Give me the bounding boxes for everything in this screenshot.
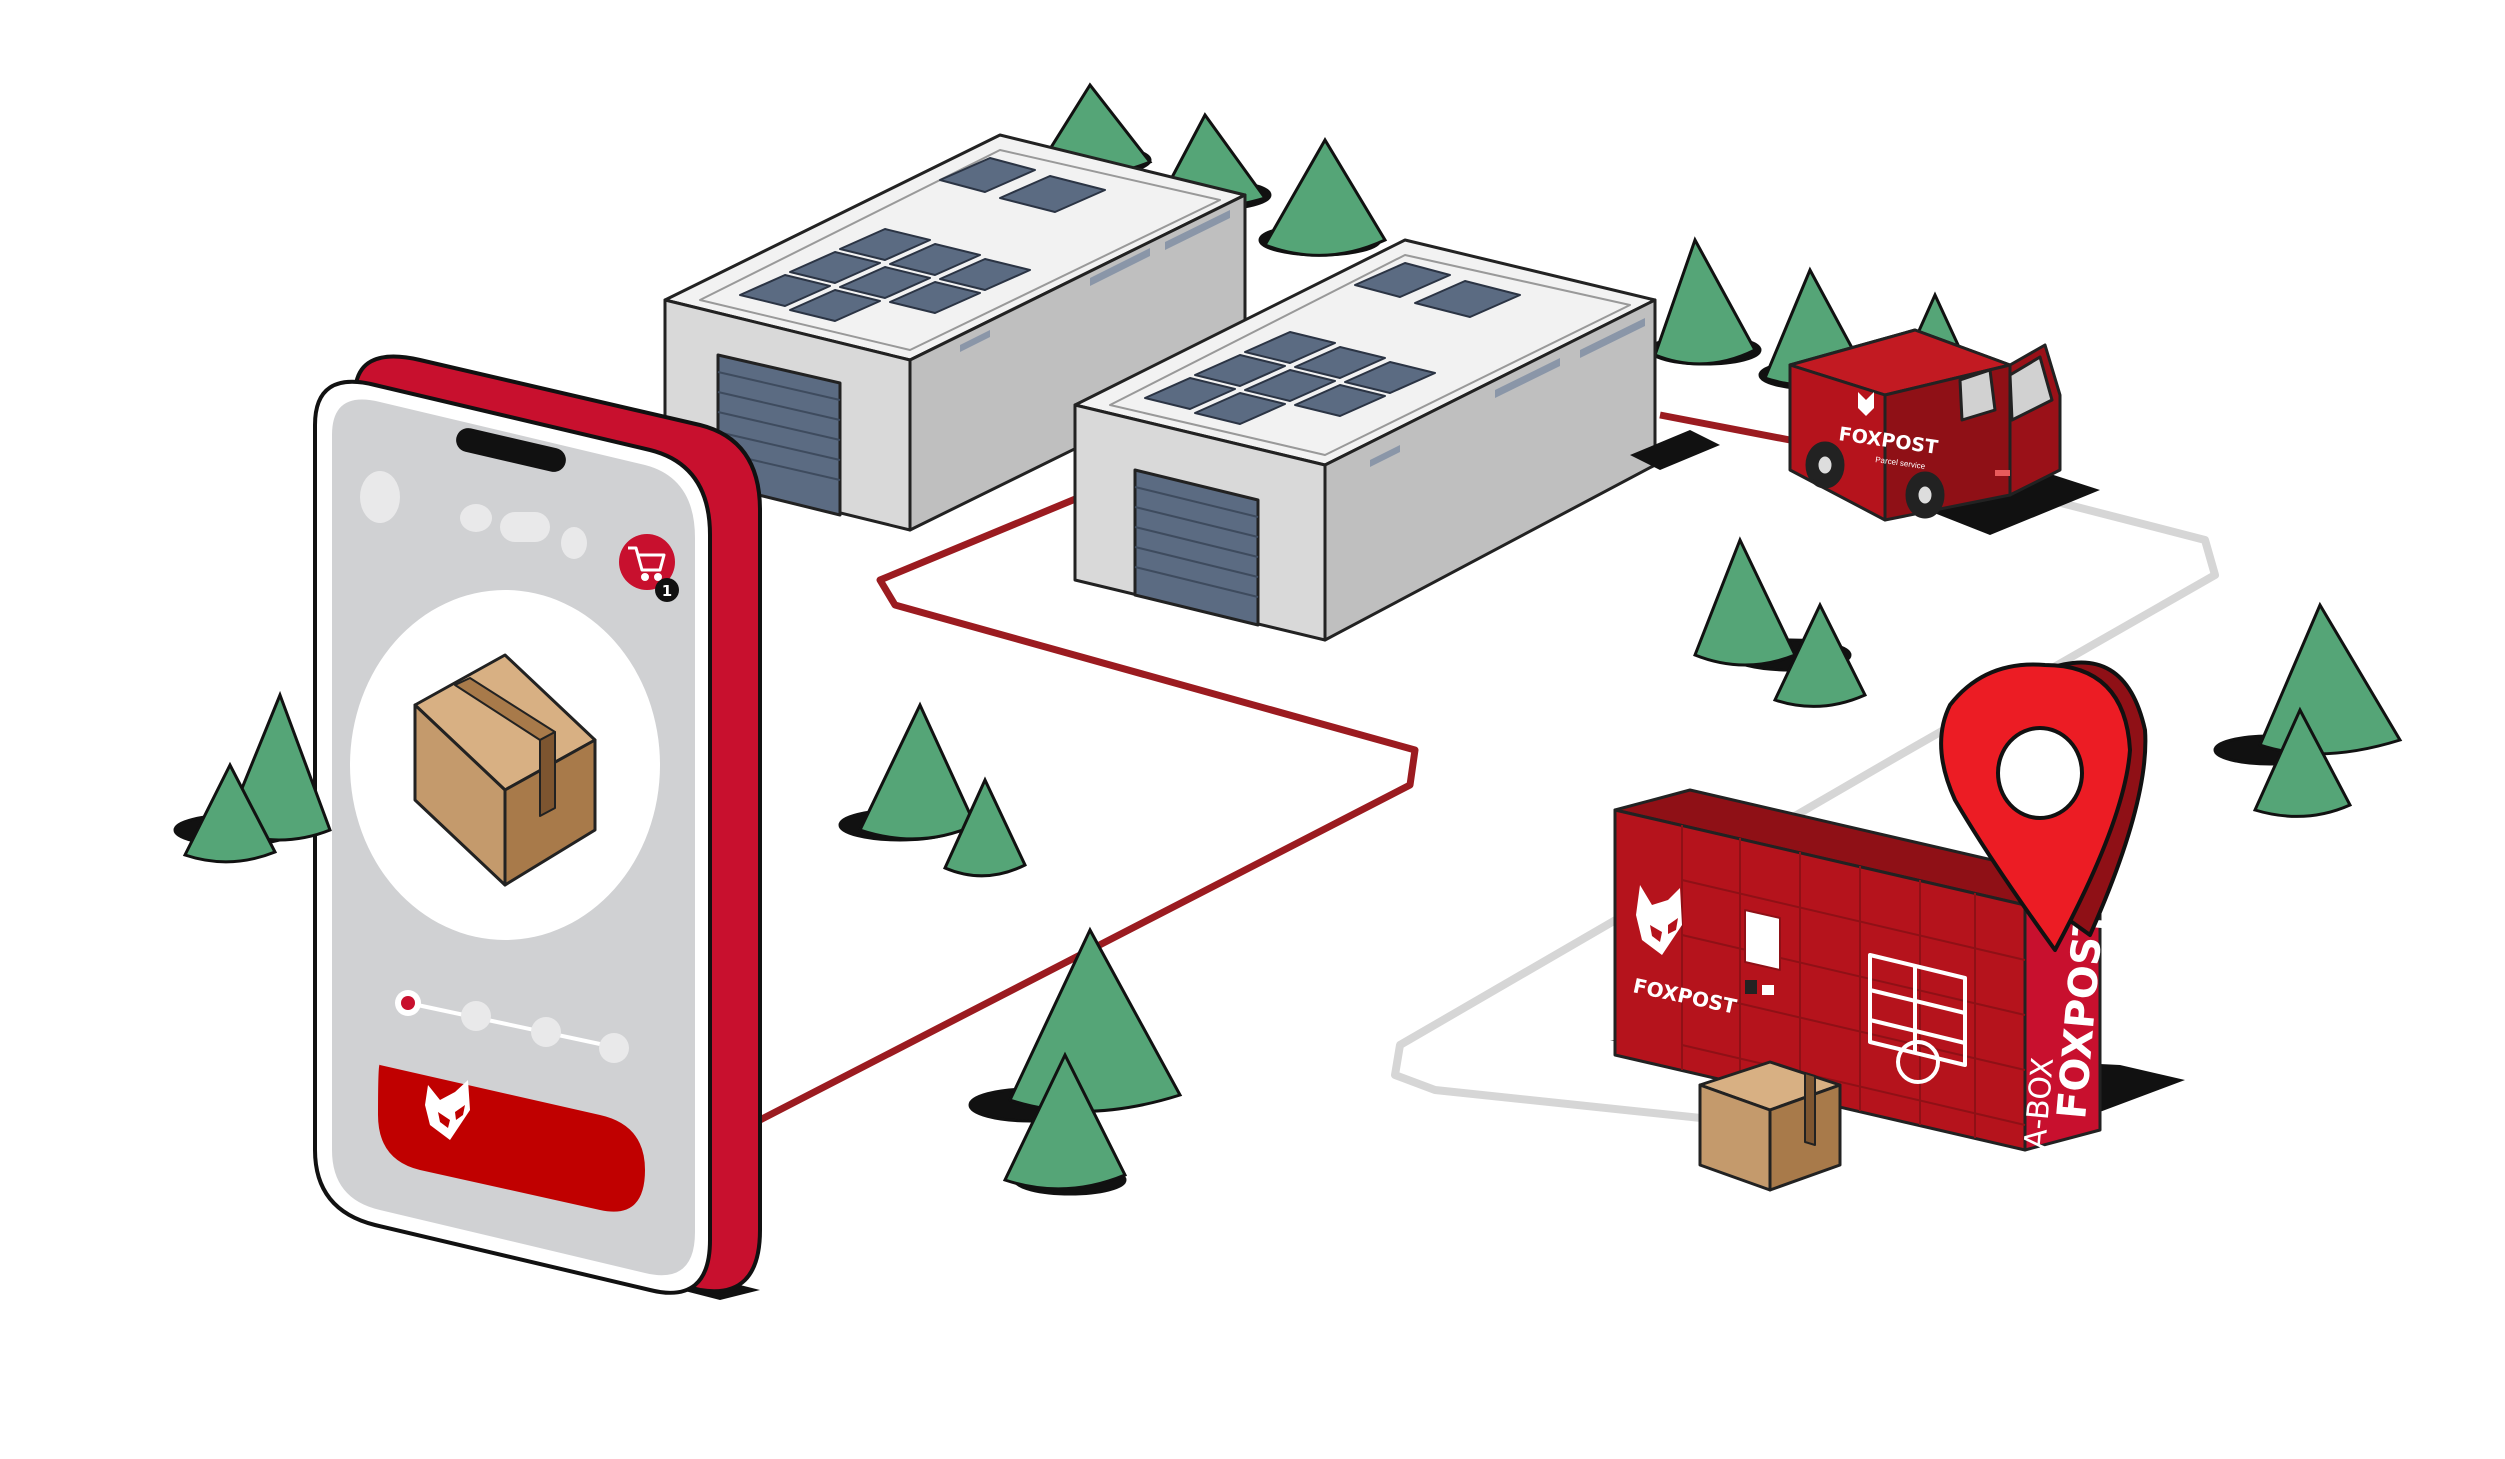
fox-action-button[interactable] [378,1064,645,1212]
solar-panels [739,157,1106,322]
van-windshield [2008,355,2054,422]
delivery-van: FOXPOST Parcel service [1788,328,2100,535]
fox-logo-icon [1636,885,1682,955]
cart-badge-count: 1 [662,582,672,600]
smartphone: 1 [313,354,762,1300]
tree-icon [838,701,1027,878]
tree-icon [173,690,332,864]
fox-logo-icon [1858,392,1874,416]
cart-button[interactable]: 1 [619,534,679,602]
locker-card-reader [1745,980,1757,994]
progress-step [461,1001,491,1031]
warehouse-2 [1073,238,1720,642]
shopping-cart-icon [628,546,666,581]
trees-front [173,536,2403,1196]
map-pin-icon [1939,660,2148,952]
tree-icon [1648,236,1762,366]
tree-icon [1258,137,1388,257]
fox-logo-icon [425,1080,470,1140]
route-red-phone-to-warehouse [758,491,1419,1124]
warehouse-1 [663,133,1247,532]
parcel-box-icon [413,653,597,887]
route-red-warehouse-to-van [1659,411,1791,444]
locker-screen [1744,909,1781,971]
locker-model-label: A-BOX [2018,1056,2061,1151]
parcel-box-icon [1698,1060,1842,1192]
progress-step [599,1033,629,1063]
locker-compartments [1681,825,2026,1138]
foxpost-sticker [1868,953,1967,1084]
cart-badge [655,578,679,602]
solar-panels [1144,262,1521,425]
tree-icon [2213,601,2403,818]
order-progress [395,990,629,1063]
tree-icon [1693,536,1868,708]
phone-speaker [456,428,566,472]
tree-icon [968,926,1183,1196]
progress-step [531,1017,561,1047]
